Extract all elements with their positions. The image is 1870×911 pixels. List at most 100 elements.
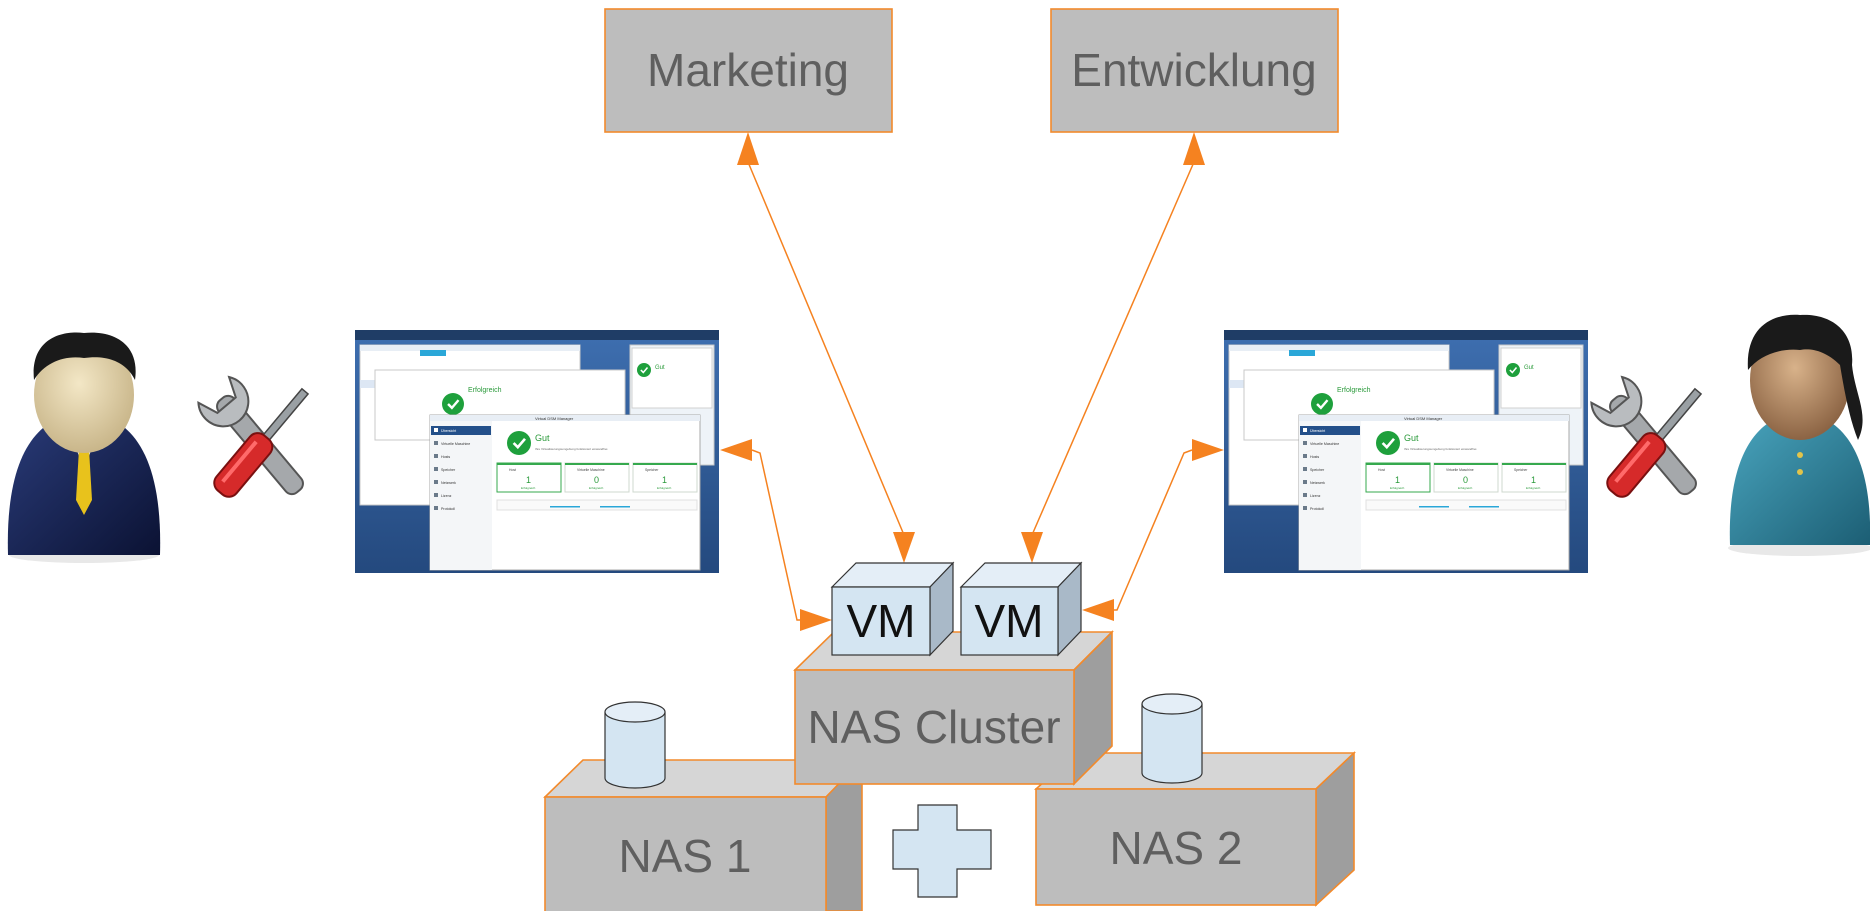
nav-item-label: Hosts xyxy=(441,455,450,459)
nav-item-label: Speicher xyxy=(441,468,456,472)
vm-status-heading: Gut xyxy=(535,433,550,443)
vm-status-check-icon xyxy=(507,431,531,455)
taskbar xyxy=(355,330,719,340)
summary-card-value: 1 xyxy=(526,475,531,485)
nav-item-icon xyxy=(1303,428,1307,432)
arrowhead-down-vm1 xyxy=(893,532,915,563)
nav-item-label: Speicher xyxy=(1310,468,1325,472)
background-status-text: Erfolgreich xyxy=(468,387,502,394)
nav-item-icon xyxy=(1303,480,1307,484)
vm-status-text: Ihre Virtualisierungsumgebung funktionie… xyxy=(535,447,608,451)
summary-card-value: 1 xyxy=(1531,475,1536,485)
vm-cube-2: VM xyxy=(959,561,1083,657)
summary-card-sub: Erfolgreich xyxy=(589,486,604,490)
summary-card-sub: Erfolgreich xyxy=(657,486,672,490)
arrowhead-right-screen xyxy=(1192,439,1224,461)
nav-item-icon xyxy=(434,454,438,458)
nav-item-label: Virtuelle Maschine xyxy=(441,442,470,446)
summary-card-title: Host xyxy=(509,468,516,472)
nav-item-icon xyxy=(1303,467,1307,471)
marketing-label: Marketing xyxy=(647,44,849,96)
nav-item-label: Lizenz xyxy=(1310,494,1321,498)
summary-card-bar xyxy=(1502,463,1566,465)
toolbar-tab-active xyxy=(1289,350,1315,356)
background-status-text: Erfolgreich xyxy=(1337,387,1371,394)
ram-usage-bar xyxy=(600,506,630,508)
summary-card-value: 0 xyxy=(594,475,599,485)
summary-card-value: 0 xyxy=(1463,475,1468,485)
nav-item-label: Protokoll xyxy=(1310,507,1324,511)
nav-item-label: Lizenz xyxy=(441,494,452,498)
wrench-screwdriver-icon xyxy=(1590,375,1703,498)
vm-manager-sidebar xyxy=(1299,421,1361,570)
nav-item-icon xyxy=(434,480,438,484)
nas-cluster-label: NAS Cluster xyxy=(807,701,1060,753)
nav-item-label: Protokoll xyxy=(441,507,455,511)
nav-item-label: Übersicht xyxy=(441,429,456,433)
side-status-text: Gut xyxy=(1524,365,1534,371)
businesswoman-icon xyxy=(1728,314,1870,556)
wrench-screwdriver-icon xyxy=(197,375,310,498)
nas-2-box: NAS 2 xyxy=(1033,751,1357,907)
side-check-icon-mark xyxy=(1509,367,1518,374)
nav-item-icon xyxy=(1303,454,1307,458)
nas-cluster-box: NAS Cluster xyxy=(793,630,1114,786)
vm-status-check-icon-mark xyxy=(1381,437,1396,450)
resource-row xyxy=(496,499,698,511)
nav-item-icon xyxy=(434,428,438,432)
resource-row xyxy=(1365,499,1567,511)
vm-status-text: Ihre Virtualisierungsumgebung funktionie… xyxy=(1404,447,1477,451)
side-check-icon xyxy=(1506,363,1520,377)
background-window-titlebar xyxy=(360,345,580,351)
summary-card-title: Virtuelle Maschine xyxy=(1446,468,1474,472)
summary-card-title: Virtuelle Maschine xyxy=(577,468,605,472)
arrowhead-up-marketing xyxy=(737,132,759,165)
nav-item-icon xyxy=(1303,506,1307,510)
vm-manager-title: Virtual DSM Manager xyxy=(535,416,574,421)
nas-1-label: NAS 1 xyxy=(619,830,752,882)
summary-card-bar xyxy=(565,463,629,465)
success-check-icon-mark xyxy=(1316,399,1329,410)
vm-manager-sidebar xyxy=(430,421,492,570)
nav-item-selected xyxy=(431,426,491,435)
summary-card xyxy=(1501,462,1567,493)
vm-2-label: VM xyxy=(975,595,1044,647)
arrowhead-left-screen xyxy=(720,439,752,461)
arrowhead-vm1-left xyxy=(800,609,832,631)
arrow-entwicklung-vm2 xyxy=(1031,161,1195,536)
nav-item-label: Hosts xyxy=(1310,455,1319,459)
cpu-usage-bar xyxy=(1419,506,1449,508)
nas-2-label: NAS 2 xyxy=(1110,822,1243,874)
side-check-icon xyxy=(637,363,651,377)
summary-card-sub: Erfolgreich xyxy=(1390,486,1405,490)
entwicklung-label: Entwicklung xyxy=(1071,44,1316,96)
nav-item-icon xyxy=(434,493,438,497)
taskbar xyxy=(1224,330,1588,340)
nav-item-icon xyxy=(434,441,438,445)
summary-card-value: 1 xyxy=(662,475,667,485)
side-status-card xyxy=(631,347,713,409)
success-check-icon xyxy=(442,393,464,415)
plus-icon xyxy=(892,804,992,898)
summary-card-bar xyxy=(1366,463,1430,465)
department-entwicklung: Entwicklung xyxy=(1050,8,1339,133)
vm-manager-titlebar xyxy=(1299,415,1569,421)
summary-card-sub: Erfolgreich xyxy=(1458,486,1473,490)
summary-card-sub: Erfolgreich xyxy=(1526,486,1541,490)
department-marketing: Marketing xyxy=(604,8,893,133)
vm-status-check-icon-mark xyxy=(512,437,527,450)
nas-2-disk-icon xyxy=(1141,693,1203,784)
summary-card-bar xyxy=(1434,463,1498,465)
summary-card-title: Speicher xyxy=(645,468,659,472)
side-check-icon-mark xyxy=(640,367,649,374)
summary-card-bar xyxy=(633,463,697,465)
summary-card-title: Speicher xyxy=(1514,468,1528,472)
side-status-text: Gut xyxy=(655,365,665,371)
nav-item-icon xyxy=(434,506,438,510)
nav-item-label: Übersicht xyxy=(1310,429,1325,433)
arrowhead-down-vm2 xyxy=(1021,532,1043,563)
vm-manager-titlebar xyxy=(430,415,700,421)
summary-card-value: 1 xyxy=(1395,475,1400,485)
